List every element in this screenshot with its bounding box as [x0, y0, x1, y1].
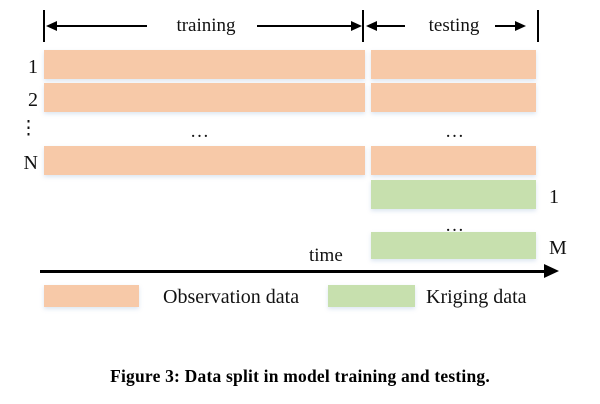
ellipsis-testing-rows: …: [445, 121, 465, 142]
bar-rowN-training: [44, 146, 365, 175]
row-label-2: 2: [28, 89, 38, 111]
training-testing-divider-tick: [362, 10, 364, 42]
bar-rowN-testing: [371, 146, 536, 175]
time-axis-arrow-icon: [544, 264, 559, 278]
row-label-kriging-1: 1: [549, 186, 559, 208]
time-axis-line: [40, 270, 545, 273]
testing-arrow-left-icon: [366, 21, 377, 31]
bar-kriging-rowM: [371, 232, 536, 259]
training-span-line-b: [257, 25, 351, 27]
training-start-tick: [43, 10, 45, 42]
ellipsis-training-rows: …: [190, 121, 210, 142]
figure-caption: Figure 3: Data split in model training a…: [110, 366, 490, 386]
ellipsis-kriging-rows: …: [445, 215, 465, 236]
time-axis-label: time: [309, 245, 343, 266]
bar-row1-training: [44, 50, 365, 79]
legend-swatch-kriging: [328, 285, 415, 307]
testing-span-line-b: [495, 25, 515, 27]
row-label-N: N: [23, 152, 38, 174]
training-span-line-a: [57, 25, 147, 27]
legend-label-kriging: Kriging data: [426, 286, 527, 308]
bar-row2-testing: [371, 83, 536, 112]
training-arrow-left-icon: [46, 21, 57, 31]
bar-kriging-row1: [371, 180, 536, 209]
row-label-1: 1: [28, 56, 38, 78]
bar-row1-testing: [371, 50, 536, 79]
legend-swatch-observation: [44, 285, 139, 307]
testing-span-label: testing: [405, 16, 503, 35]
testing-arrow-right-icon: [515, 21, 526, 31]
bar-row2-training: [44, 83, 365, 112]
row-label-vertical-dots: ⋮: [19, 118, 38, 139]
training-arrow-right-icon: [351, 21, 362, 31]
testing-span-line-a: [377, 25, 407, 27]
row-label-kriging-M: M: [549, 237, 567, 259]
legend-label-observation: Observation data: [163, 286, 300, 308]
testing-end-tick: [537, 10, 539, 42]
training-span-label: training: [147, 16, 265, 35]
